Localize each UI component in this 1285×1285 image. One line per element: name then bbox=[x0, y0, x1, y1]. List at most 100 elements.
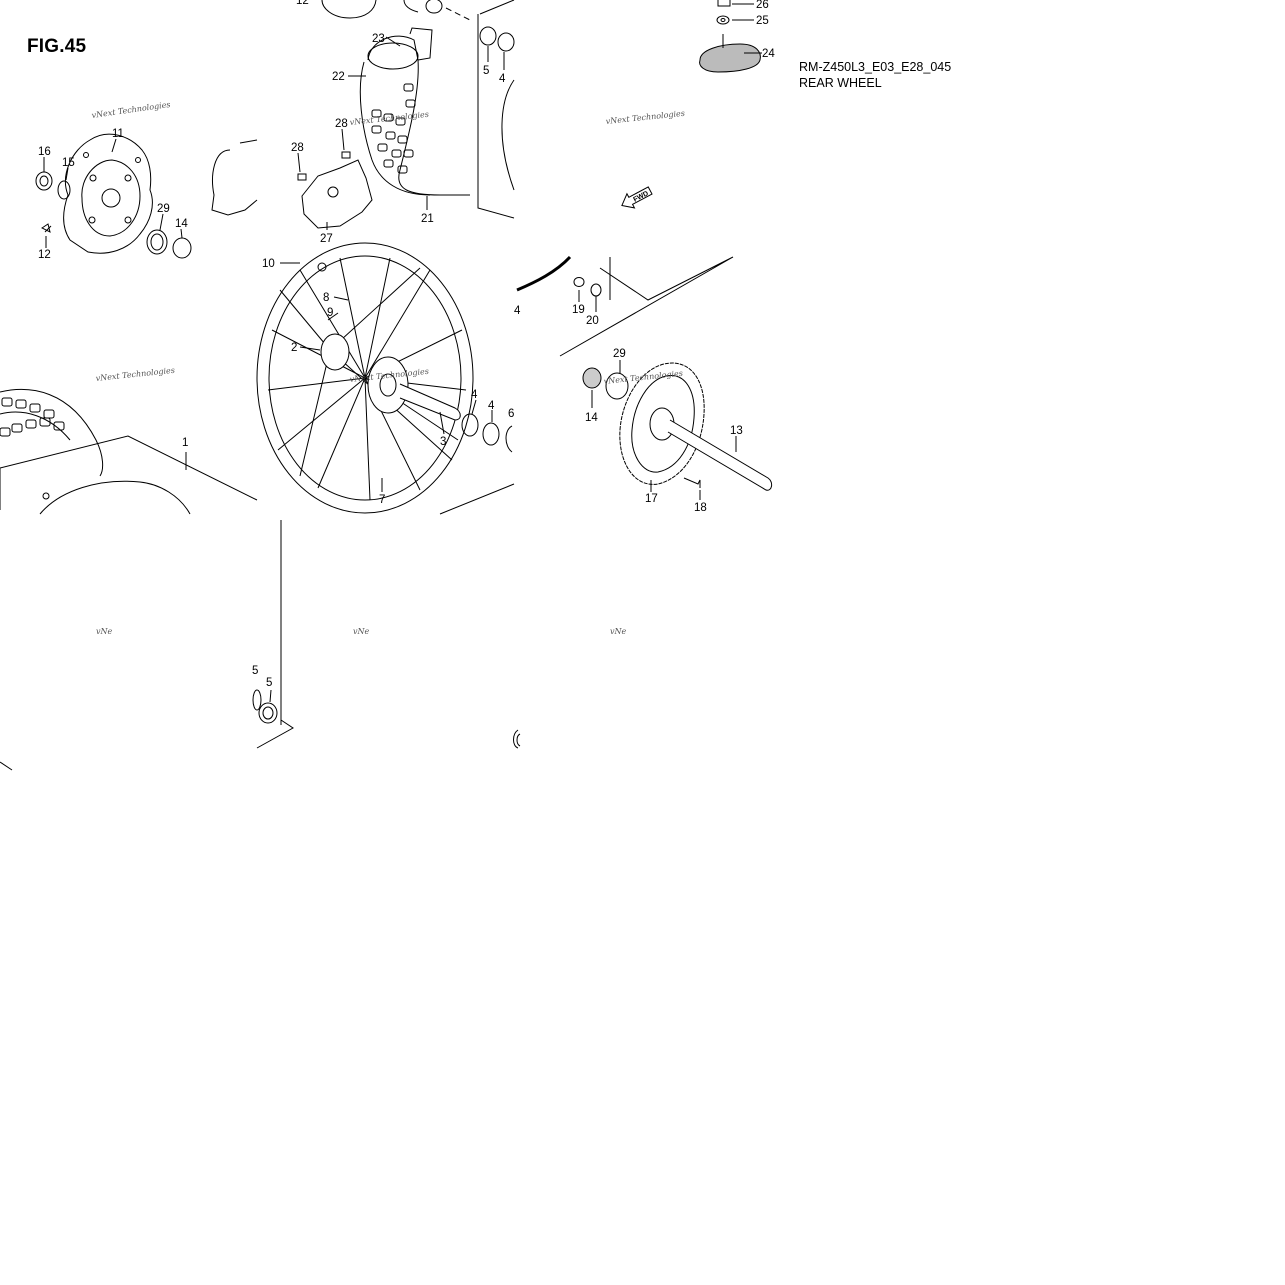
tire-edge bbox=[239, 139, 258, 144]
callout: 5 bbox=[266, 677, 272, 689]
valve-nut-26 bbox=[717, 0, 731, 7]
tile-wheel-left: 1 vNext Technologies bbox=[0, 366, 258, 515]
brake-disc bbox=[63, 133, 153, 254]
watermark: vNext Technologies bbox=[603, 369, 683, 386]
disc-hole bbox=[124, 216, 132, 224]
bearing-4 bbox=[497, 32, 515, 52]
callout: 17 bbox=[645, 493, 658, 505]
disc-hole bbox=[124, 174, 132, 182]
leader-line bbox=[471, 399, 477, 415]
washer-25-hole bbox=[720, 18, 726, 22]
callout: 25 bbox=[756, 15, 769, 27]
callout: 27 bbox=[320, 233, 333, 245]
callout: 18 bbox=[694, 502, 707, 514]
callout: 19 bbox=[572, 304, 585, 316]
frame-outline bbox=[477, 0, 515, 219]
watermark: vNext Technologies bbox=[95, 366, 175, 383]
figure-code: RM-Z450L3_E03_E28_045 bbox=[799, 60, 952, 74]
bolt-18 bbox=[683, 477, 701, 488]
callout: 4 bbox=[488, 400, 495, 412]
watermark: vNext Technologies bbox=[605, 109, 685, 126]
nut-16-hole bbox=[39, 175, 49, 187]
leader-line bbox=[385, 36, 401, 47]
callout: 14 bbox=[585, 412, 598, 424]
disc-hole bbox=[89, 174, 97, 182]
spacer-29-inner bbox=[150, 233, 164, 251]
disc-guard-27 bbox=[301, 159, 373, 229]
brake-disc-hub bbox=[101, 188, 121, 208]
leader-line bbox=[341, 128, 345, 151]
callout: 5 bbox=[483, 65, 489, 77]
callout: 4 bbox=[499, 73, 506, 85]
tire-lugs-left bbox=[0, 397, 65, 437]
spacer-29b bbox=[605, 372, 629, 400]
callout: 21 bbox=[421, 213, 434, 225]
callout: 3 bbox=[440, 436, 446, 448]
watermark-partial: vNe bbox=[353, 627, 370, 636]
sprocket-17-inner bbox=[631, 375, 695, 473]
tire-left-inner bbox=[0, 411, 71, 441]
callout: 6 bbox=[508, 408, 514, 420]
sprocket-17 bbox=[619, 362, 705, 485]
seal-6 bbox=[505, 425, 513, 453]
figure-title: FIG.45 bbox=[27, 36, 87, 57]
collar-top bbox=[425, 0, 443, 14]
callout: 14 bbox=[175, 218, 188, 230]
rim-lock-23 bbox=[409, 27, 433, 61]
bearing-partial bbox=[252, 689, 262, 711]
callout: 11 bbox=[112, 128, 124, 140]
tire-21-outer bbox=[359, 61, 431, 196]
disc-partial bbox=[321, 0, 377, 19]
leader-line bbox=[333, 296, 349, 301]
spoke-nipple bbox=[42, 492, 50, 500]
leader-line bbox=[159, 213, 164, 231]
callout: 4 bbox=[471, 389, 478, 401]
tile-wheel-hub: 10 8 9 2 3 4 4 6 7 4 vNext Technologies bbox=[256, 242, 521, 515]
screw-28 bbox=[297, 173, 307, 181]
seal-partial bbox=[513, 729, 519, 749]
bearing-5b-inner bbox=[262, 706, 274, 720]
callout: 28 bbox=[335, 118, 348, 130]
valve-10 bbox=[317, 262, 327, 272]
tire-arc bbox=[516, 255, 572, 292]
washer-20 bbox=[590, 283, 602, 297]
wheel-assy-box bbox=[0, 435, 258, 510]
callout: 29 bbox=[613, 348, 626, 360]
callout: 20 bbox=[586, 315, 599, 327]
disc-partial-edge bbox=[403, 0, 419, 13]
screw-28b bbox=[341, 151, 351, 159]
bearing-4a bbox=[461, 413, 479, 437]
callout: 9 bbox=[327, 307, 333, 319]
callout: 12 bbox=[296, 0, 309, 7]
callout-partial: 5 bbox=[252, 665, 258, 677]
frame-outline bbox=[559, 256, 734, 357]
callout: 12 bbox=[38, 249, 51, 261]
leader-line bbox=[439, 411, 445, 435]
watermark-partial: vNe bbox=[96, 627, 113, 636]
rim-partial bbox=[501, 79, 515, 191]
figure-caption: RM-Z450L3_E03_E28_045 REAR WHEEL bbox=[799, 59, 951, 91]
callout: 4 bbox=[514, 305, 521, 317]
hub-center bbox=[379, 373, 397, 397]
callout: 16 bbox=[38, 146, 51, 158]
nut-19 bbox=[573, 277, 585, 287]
rim-left bbox=[39, 480, 191, 515]
leader-line bbox=[111, 138, 117, 153]
tile-sprocket: 19 20 29 14 13 17 18 vNext Technologies bbox=[516, 255, 773, 514]
tile-valve-fwd: 26 25 24 FWD vNext Technologies bbox=[605, 0, 775, 209]
bearing-5 bbox=[479, 26, 497, 46]
callout: 7 bbox=[379, 494, 385, 506]
collar-14 bbox=[172, 237, 192, 259]
tire-21 bbox=[367, 35, 470, 196]
axis-line bbox=[445, 7, 471, 21]
callout: 22 bbox=[332, 71, 345, 83]
callout: 29 bbox=[157, 203, 170, 215]
tire-lugs bbox=[371, 83, 416, 174]
leader-line bbox=[299, 346, 321, 351]
leader-line bbox=[269, 689, 272, 703]
rim-7-inner bbox=[268, 255, 462, 501]
disc-hole bbox=[135, 157, 141, 163]
tire-band bbox=[211, 149, 258, 216]
hub-2 bbox=[320, 333, 350, 371]
